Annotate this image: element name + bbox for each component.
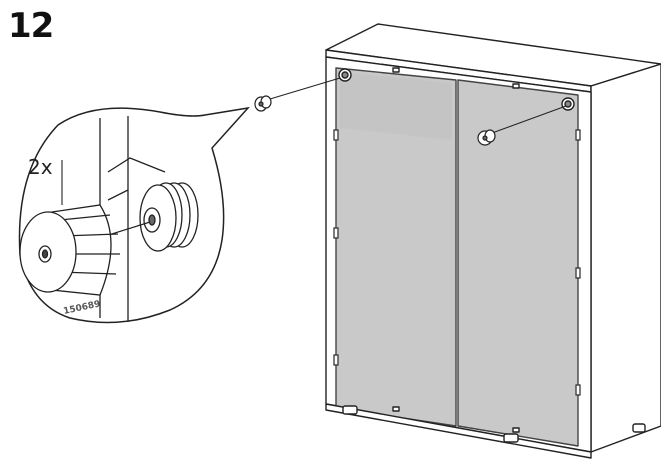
guide-lines [269,77,567,134]
quantity-label: 2x [28,155,53,179]
detail-bubble: 2x 150689 [18,106,250,324]
knob-icon [254,95,272,112]
cabinet-icon [325,23,661,459]
threaded-insert [139,182,199,252]
knob-icon [19,204,120,296]
step-number: 12 [8,6,54,46]
knob-icon [477,129,496,146]
